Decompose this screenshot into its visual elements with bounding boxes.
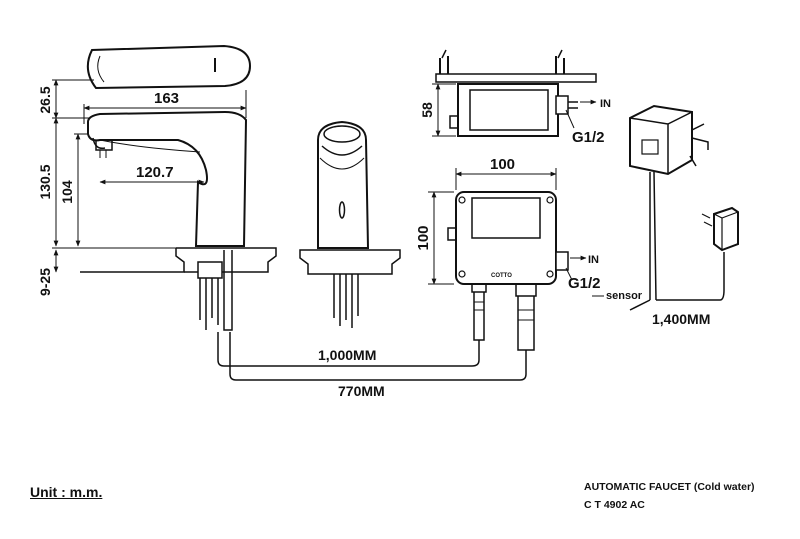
product-name: AUTOMATIC FAUCET (Cold water) — [584, 481, 755, 493]
faucet-front-view — [299, 120, 401, 328]
label-thread-top: G1/2 — [572, 129, 605, 146]
valve-box-side-view — [435, 49, 597, 137]
dimension-lines — [52, 79, 604, 297]
label-inlet-bottom: IN — [588, 254, 599, 266]
dim-hose-length-short: 770MM — [338, 383, 385, 399]
dim-hose-length-long: 1,000MM — [318, 347, 376, 363]
dim-control-box-height: 100 — [415, 225, 432, 250]
label-inlet-top: IN — [600, 98, 611, 110]
dim-spout-height-top: 26.5 — [37, 86, 53, 113]
dim-adapter-cable-length: 1,400MM — [652, 311, 710, 327]
dim-body-height: 104 — [59, 180, 75, 204]
hose-routing — [217, 332, 527, 381]
dim-faucet-height: 130.5 — [37, 164, 53, 199]
control-box-front-view — [447, 191, 569, 351]
dim-valve-box-height: 58 — [419, 102, 435, 118]
label-thread-bottom: G1/2 — [568, 275, 601, 292]
dim-deck-thickness: 9-25 — [37, 268, 53, 296]
label-sensor: sensor — [606, 290, 643, 302]
unit-label: Unit : m.m. — [30, 484, 103, 500]
model-code: C T 4902 AC — [584, 499, 645, 511]
brand-logo: COTTO — [491, 273, 512, 279]
faucet-side-view — [80, 110, 277, 331]
faucet-top-view — [86, 44, 252, 90]
dim-spout-length: 163 — [154, 90, 179, 107]
dim-control-box-width: 100 — [490, 156, 515, 173]
control-unit-isometric — [629, 104, 739, 311]
dim-spout-reach: 120.7 — [136, 164, 174, 181]
